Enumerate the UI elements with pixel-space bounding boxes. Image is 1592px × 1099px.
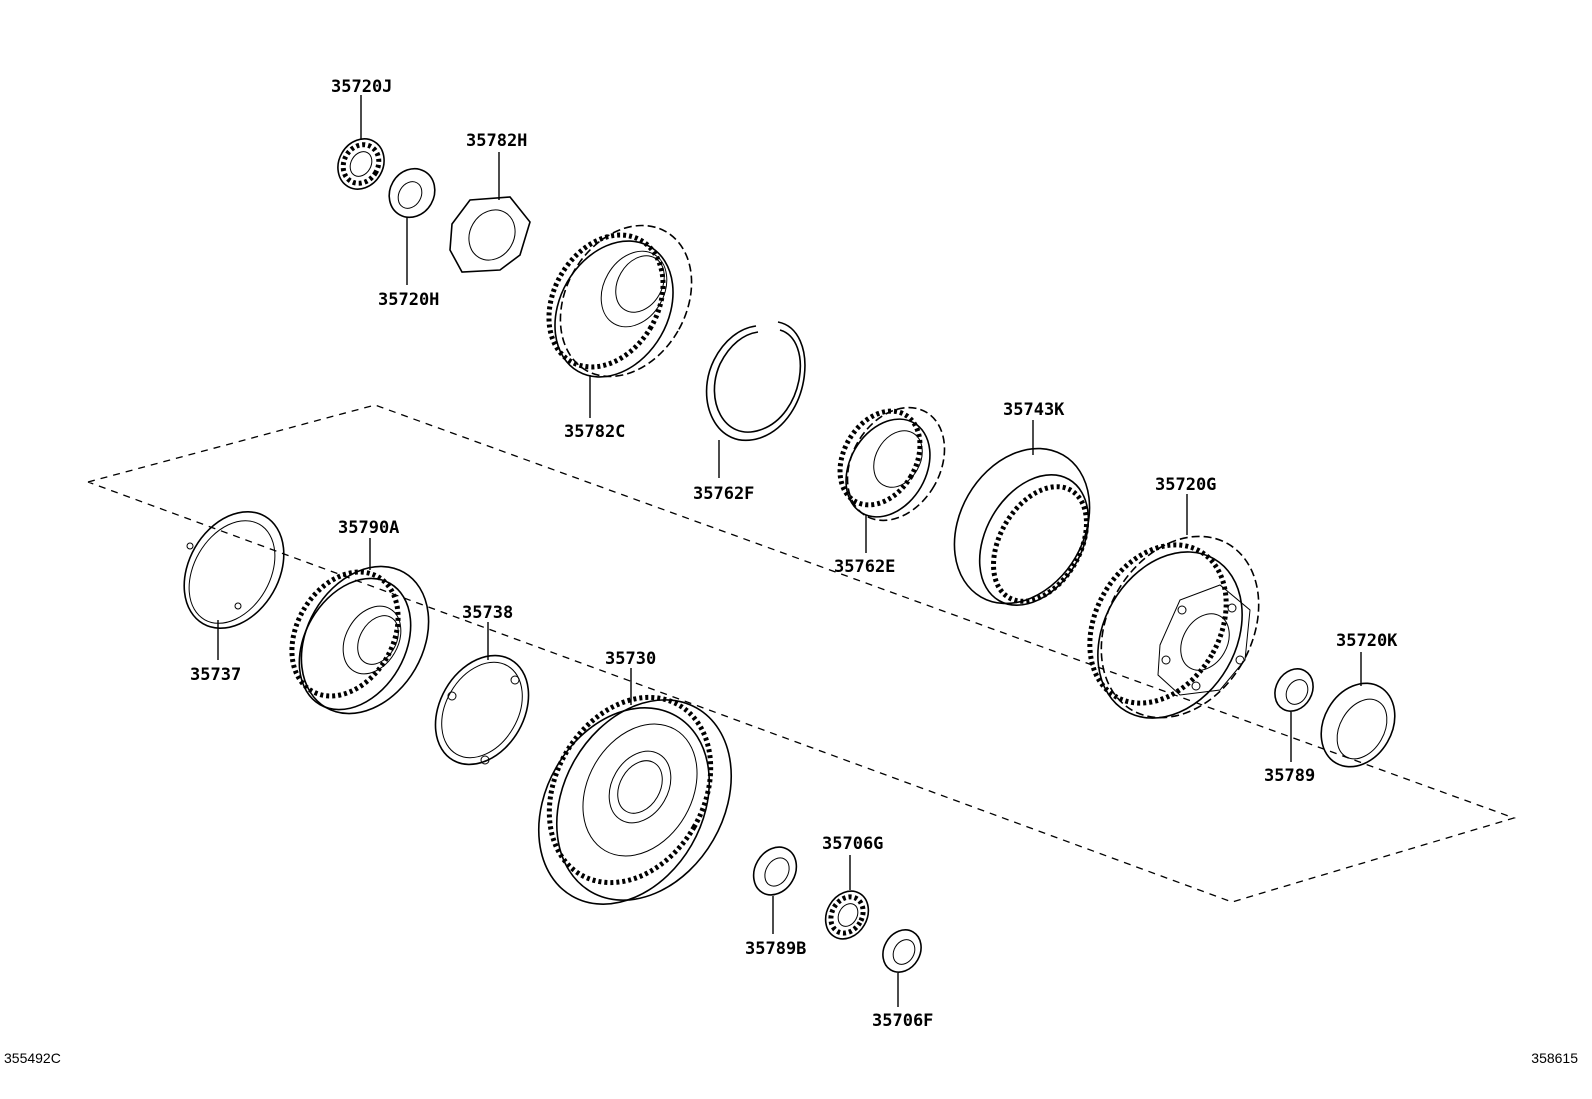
part-35789B[interactable]: 35789B: [745, 839, 806, 959]
label-35743K: 35743K: [1003, 400, 1065, 420]
part-35790A[interactable]: 35790A: [270, 518, 454, 737]
label-35706F: 35706F: [872, 1011, 933, 1031]
label-35782C: 35782C: [564, 422, 625, 442]
part-35789[interactable]: 35789: [1264, 662, 1321, 786]
label-35762E: 35762E: [834, 557, 895, 577]
label-35706G: 35706G: [822, 834, 883, 854]
part-35743K[interactable]: 35743K: [927, 400, 1116, 628]
part-35782C[interactable]: 35782C: [526, 202, 718, 442]
illustration-code-left: 355492C: [4, 1050, 61, 1066]
label-35790A: 35790A: [338, 518, 399, 538]
label-35737: 35737: [190, 665, 241, 685]
label-35720H: 35720H: [378, 290, 439, 310]
part-35762F[interactable]: 35762F: [693, 321, 806, 504]
part-35730[interactable]: 35730: [504, 649, 766, 935]
part-35762E[interactable]: 35762E: [824, 390, 964, 577]
part-35720J[interactable]: 35720J: [329, 77, 393, 198]
part-35720K[interactable]: 35720K: [1307, 631, 1410, 780]
label-35789: 35789: [1264, 766, 1315, 786]
illustration-code-right: 358615: [1531, 1050, 1578, 1066]
label-35789B: 35789B: [745, 939, 806, 959]
part-35706G[interactable]: 35706G: [817, 834, 883, 947]
label-35762F: 35762F: [693, 484, 754, 504]
part-35737[interactable]: 35737: [164, 494, 304, 685]
assembly-boundary: [87, 404, 1517, 903]
label-35730: 35730: [605, 649, 656, 669]
label-35782H: 35782H: [466, 131, 527, 151]
part-35720G[interactable]: 35720G: [1062, 475, 1290, 746]
part-35706F[interactable]: 35706F: [872, 923, 933, 1031]
label-35720J: 35720J: [331, 77, 392, 97]
part-35720H[interactable]: 35720H: [378, 160, 444, 310]
label-35738: 35738: [462, 603, 513, 623]
part-35782H[interactable]: 35782H: [449, 131, 531, 273]
label-35720G: 35720G: [1155, 475, 1216, 495]
part-35738[interactable]: 35738: [417, 603, 548, 781]
label-35720K: 35720K: [1336, 631, 1398, 651]
